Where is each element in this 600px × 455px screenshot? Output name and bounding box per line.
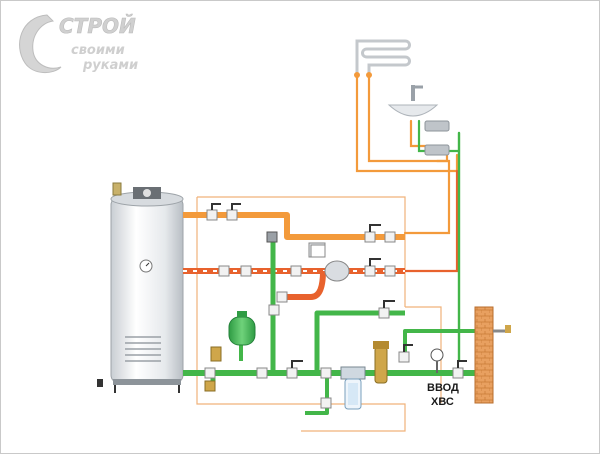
valve-icon [452,360,467,379]
valve-icon [218,265,230,277]
valve-icon [276,291,288,303]
manometer-icon [310,244,326,258]
safety-valve-icon [210,346,222,362]
towel-warmer [354,39,411,78]
valve-icon [378,300,395,319]
air-vent-icon [112,182,122,196]
valve-icon [256,367,268,379]
valve-icon [204,380,216,392]
logo-swirl-icon [19,14,62,73]
water-filter [340,366,366,410]
manifold-lower [424,144,450,156]
valve-icon [240,265,252,277]
water-heater-tank [97,182,184,393]
manifold-upper [424,120,450,132]
inlet-label-line2: ХВС [431,396,454,408]
valve-icon [364,258,381,277]
sink [387,85,450,156]
valve-icon [290,265,302,277]
valve-icon [226,203,241,221]
valve-icon [266,231,278,243]
valve-icon [268,304,280,316]
pressure-reducer [373,341,444,384]
logo-title: СТРОЙ [59,14,136,38]
valve-icon [364,224,381,243]
valves [204,203,467,409]
wall [474,306,511,404]
inlet-label-line1: ВВОД [427,382,459,394]
logo: СТРОЙ своими руками [19,14,138,73]
faucet-icon [411,85,415,101]
valve-icon [286,360,303,379]
valve-icon [206,203,221,221]
logo-subtitle-1: своими [71,43,125,58]
valve-icon [384,231,396,243]
expansion-tank [228,311,256,346]
valve-icon [204,367,216,379]
logo-subtitle-2: руками [82,58,138,73]
valve-icon [398,344,413,363]
valve-icon [384,265,396,277]
pressure-gauge-icon [430,348,444,362]
valve-icon [320,367,332,379]
valve-icon [320,397,332,409]
heating-coil [125,336,161,362]
